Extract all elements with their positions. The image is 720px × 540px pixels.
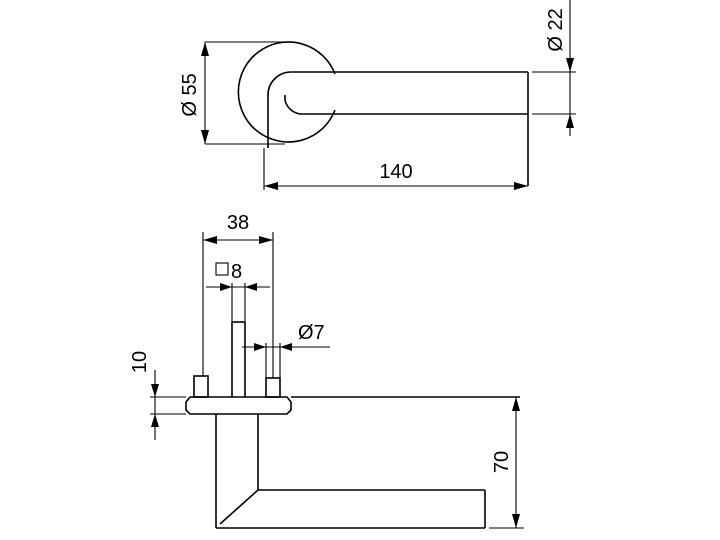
top-view: Ø 55 140 Ø 22	[179, 0, 576, 190]
rose-diameter-label: Ø 55	[179, 73, 201, 116]
left-pin	[193, 375, 209, 398]
lever-outline	[267, 71, 528, 148]
rose-outline	[237, 41, 336, 143]
spindle-span-label: 38	[227, 212, 249, 234]
square-symbol-icon	[215, 262, 229, 276]
lever-diameter-label: Ø 22	[545, 8, 567, 51]
lever-inner	[284, 95, 528, 115]
lever-height-label: 70	[491, 451, 513, 473]
side-view: 38 8 Ø7 10 70	[129, 212, 524, 529]
base-plate	[185, 396, 292, 415]
square-spindle-label: 8	[231, 261, 242, 283]
rose-thickness-label: 10	[129, 351, 151, 373]
pin-diameter-label: Ø7	[298, 322, 325, 344]
lever-length-label: 140	[379, 161, 412, 183]
right-pin	[265, 377, 281, 398]
